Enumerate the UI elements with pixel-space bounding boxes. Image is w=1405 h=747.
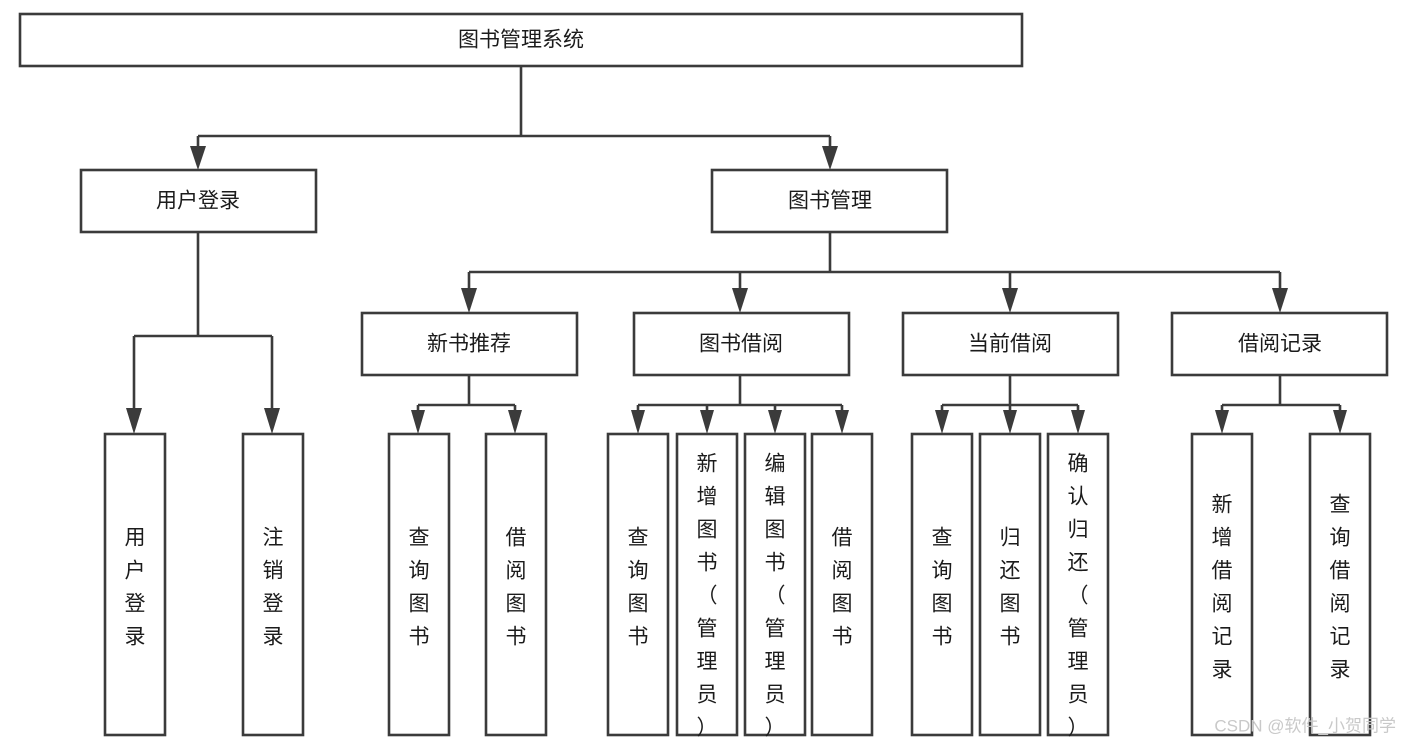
connector-group-user-login	[126, 232, 280, 434]
arrow-head-leaf-query-book-1	[411, 410, 425, 434]
node-leaf-confirm-return[interactable]: 确认归还（管理员）	[1046, 432, 1110, 739]
node-current-borrow-box[interactable]	[901, 311, 1120, 377]
node-book-manage-label: 图书管理	[788, 190, 872, 213]
arrow-head-leaf-borrow-book-2	[835, 410, 849, 434]
node-leaf-add-record-label: 新增借阅记录	[1212, 493, 1233, 681]
node-leaf-user-logout-box[interactable]	[241, 432, 305, 737]
arrow-head-book-manage	[822, 146, 838, 170]
node-new-book-recommend[interactable]: 新书推荐	[360, 311, 579, 377]
arrow-head-current-borrow	[1002, 288, 1018, 313]
node-leaf-add-record[interactable]: 新增借阅记录	[1190, 432, 1254, 737]
node-borrow-record-box[interactable]	[1170, 311, 1389, 377]
node-leaf-user-login[interactable]: 用户登录	[103, 432, 167, 737]
arrow-head-leaf-confirm-return	[1071, 410, 1085, 434]
arrow-head-leaf-return-book	[1003, 410, 1017, 434]
arrow-head-leaf-edit-book	[768, 410, 782, 434]
node-root-box[interactable]	[18, 12, 1024, 68]
node-leaf-query-record-label: 查询借阅记录	[1330, 493, 1351, 681]
connector-group-borrow-record	[1215, 375, 1347, 434]
arrow-head-leaf-user-logout	[264, 408, 280, 434]
node-leaf-query-book-1-label: 查询图书	[409, 526, 430, 648]
node-leaf-query-book-2-label: 查询图书	[628, 526, 649, 648]
arrow-head-leaf-add-book	[700, 410, 714, 434]
arrow-head-leaf-query-book-2	[631, 410, 645, 434]
node-leaf-confirm-return-box[interactable]	[1046, 432, 1110, 737]
node-current-borrow-label: 当前借阅	[968, 333, 1052, 356]
node-book-borrow-label: 图书借阅	[699, 333, 783, 356]
node-book-borrow[interactable]: 图书借阅	[632, 311, 851, 377]
node-borrow-record-label: 借阅记录	[1238, 333, 1322, 356]
node-root[interactable]: 图书管理系统	[18, 12, 1024, 68]
connector-group-book-borrow	[631, 375, 849, 434]
node-leaf-query-book-2-box[interactable]	[606, 432, 670, 737]
node-leaf-borrow-book-2[interactable]: 借阅图书	[810, 432, 874, 737]
node-leaf-confirm-return-label: 确认归还（管理员）	[1068, 452, 1089, 739]
node-new-book-recommend-box[interactable]	[360, 311, 579, 377]
arrow-head-leaf-user-login	[126, 408, 142, 434]
node-leaf-add-book-box[interactable]	[675, 432, 739, 737]
node-leaf-return-book-label: 归还图书	[1000, 526, 1021, 648]
node-leaf-borrow-book-2-label: 借阅图书	[832, 526, 853, 648]
arrow-head-new-book-recommend	[461, 288, 477, 313]
connector-group-current-borrow	[935, 375, 1085, 434]
csdn-watermark: CSDN @软件_小贺同学	[1214, 716, 1396, 735]
node-leaf-user-logout-label: 注销登录	[263, 526, 284, 648]
node-leaf-query-record-box[interactable]	[1308, 432, 1372, 737]
node-leaf-borrow-book-2-box[interactable]	[810, 432, 874, 737]
arrow-head-borrow-record	[1272, 288, 1288, 313]
node-leaf-query-book-2[interactable]: 查询图书	[606, 432, 670, 737]
node-leaf-query-book-3[interactable]: 查询图书	[910, 432, 974, 737]
node-leaf-query-book-3-label: 查询图书	[932, 526, 953, 648]
node-root-label: 图书管理系统	[458, 29, 584, 52]
node-leaf-borrow-book-1[interactable]: 借阅图书	[484, 432, 548, 737]
node-leaf-edit-book-box[interactable]	[743, 432, 807, 737]
node-book-manage[interactable]: 图书管理	[710, 168, 949, 234]
node-leaf-query-book-1-box[interactable]	[387, 432, 451, 737]
arrow-head-book-borrow	[732, 288, 748, 313]
node-book-borrow-box[interactable]	[632, 311, 851, 377]
node-leaf-borrow-book-1-label: 借阅图书	[506, 526, 527, 648]
connector-group-book-manage	[461, 232, 1288, 313]
connector-group-new-book-recommend	[411, 375, 522, 434]
arrow-head-leaf-add-record	[1215, 410, 1229, 434]
node-leaf-query-book-3-box[interactable]	[910, 432, 974, 737]
arrow-head-user-login	[190, 146, 206, 170]
arrow-head-leaf-borrow-book-1	[508, 410, 522, 434]
node-leaf-borrow-book-1-box[interactable]	[484, 432, 548, 737]
node-leaf-return-book[interactable]: 归还图书	[978, 432, 1042, 737]
node-new-book-recommend-label: 新书推荐	[427, 333, 511, 356]
node-leaf-query-book-1[interactable]: 查询图书	[387, 432, 451, 737]
node-user-login-box[interactable]	[79, 168, 318, 234]
node-leaf-add-record-box[interactable]	[1190, 432, 1254, 737]
node-leaf-edit-book[interactable]: 编辑图书（管理员）	[743, 432, 807, 739]
node-leaf-user-logout[interactable]: 注销登录	[241, 432, 305, 737]
node-leaf-return-book-box[interactable]	[978, 432, 1042, 737]
node-user-login[interactable]: 用户登录	[79, 168, 318, 234]
node-book-manage-box[interactable]	[710, 168, 949, 234]
node-leaf-user-login-label: 用户登录	[125, 526, 146, 648]
node-user-login-label: 用户登录	[156, 190, 240, 213]
node-borrow-record[interactable]: 借阅记录	[1170, 311, 1389, 377]
arrow-head-leaf-query-record	[1333, 410, 1347, 434]
node-leaf-user-login-box[interactable]	[103, 432, 167, 737]
node-leaf-add-book-label: 新增图书（管理员）	[697, 452, 718, 739]
node-leaf-edit-book-label: 编辑图书（管理员）	[765, 452, 786, 739]
node-current-borrow[interactable]: 当前借阅	[901, 311, 1120, 377]
node-leaf-query-record[interactable]: 查询借阅记录	[1308, 432, 1372, 737]
connector-group-root	[190, 66, 838, 170]
arrow-head-leaf-query-book-3	[935, 410, 949, 434]
node-leaf-add-book[interactable]: 新增图书（管理员）	[675, 432, 739, 739]
